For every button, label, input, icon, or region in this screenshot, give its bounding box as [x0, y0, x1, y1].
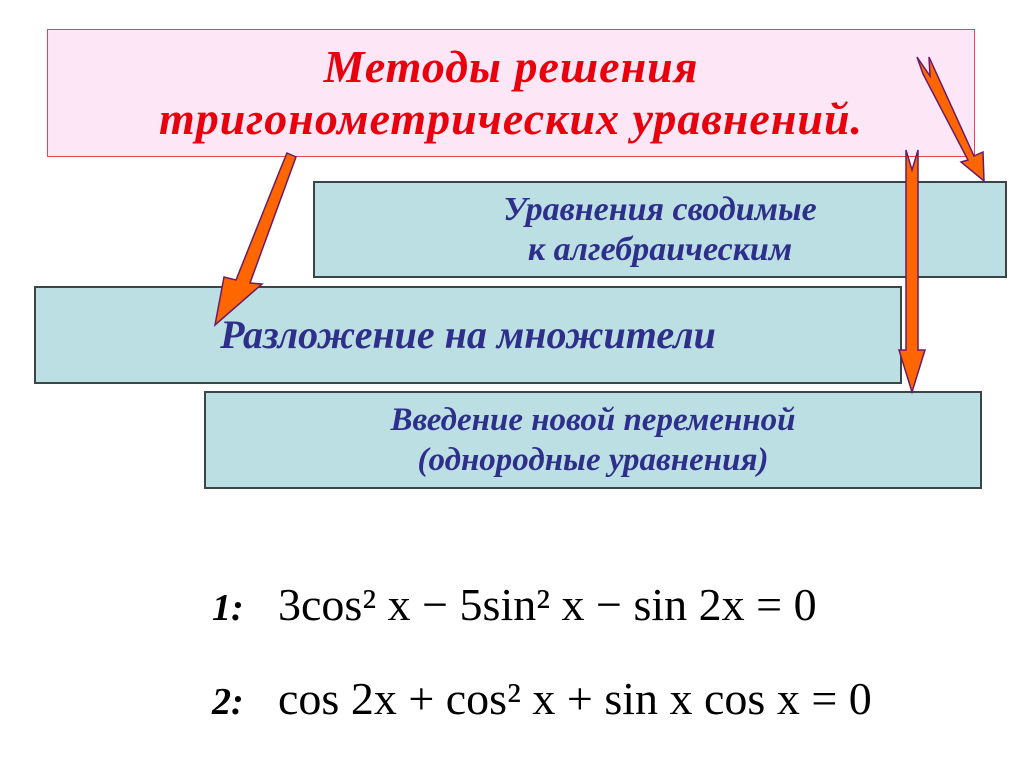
equation-2-label: 2:	[212, 681, 244, 723]
title-line-1: Методы решения	[323, 41, 699, 92]
method-box-factorization: Разложение на множители	[34, 286, 902, 384]
arrow-to-algebraic-icon	[916, 56, 985, 183]
arrow-to-factorization-icon	[213, 152, 297, 327]
method-algebraic-line-1: Уравнения сводимые	[503, 190, 817, 228]
equation-2-formula: cos 2x + cos² x + sin x cos x = 0	[278, 673, 872, 724]
equation-1: 1: 3cos² x − 5sin² x − sin 2x = 0	[212, 578, 817, 631]
method-box-new-variable: Введение новой переменной (однородные ур…	[204, 391, 982, 489]
equation-2: 2: cos 2x + cos² x + sin x cos x = 0	[212, 672, 872, 725]
title-box: Методы решения тригонометрических уравне…	[47, 29, 975, 157]
equation-1-formula: 3cos² x − 5sin² x − sin 2x = 0	[278, 579, 817, 630]
equation-1-label: 1:	[212, 587, 244, 629]
method-new-variable-line-2: (однородные уравнения)	[417, 442, 769, 478]
method-new-variable-line-1: Введение новой переменной	[390, 402, 796, 438]
arrow-to-new-variable-icon	[897, 149, 927, 395]
method-algebraic-line-2: к алгебраическим	[527, 230, 793, 268]
method-box-algebraic: Уравнения сводимые к алгебраическим	[313, 181, 1007, 278]
title-line-2: тригонометрических уравнений.	[158, 93, 864, 144]
method-factorization-line: Разложение на множители	[220, 312, 716, 357]
